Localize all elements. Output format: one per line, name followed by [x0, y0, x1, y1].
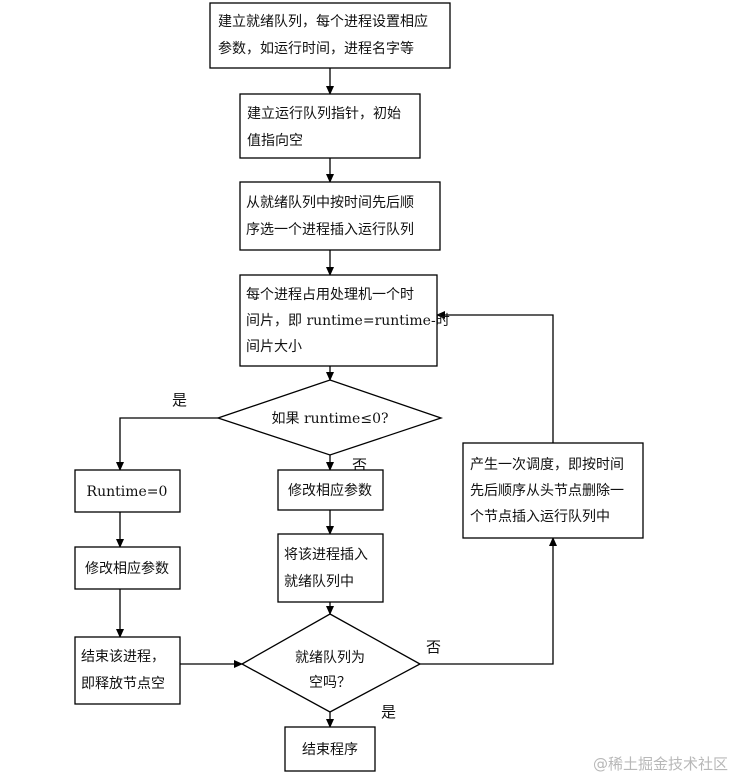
- modify-params-left-box: 修改相应参数: [74, 546, 181, 590]
- insert-ready-line-1: 将该进程插入: [284, 547, 368, 563]
- reschedule-line-1: 产生一次调度，即按时间: [470, 457, 624, 473]
- end-program-box: 结束程序: [284, 726, 376, 772]
- time-slice-box: 每个进程占用处理机一个时 间片，即 runtime=runtime-时 间片大小: [239, 274, 450, 367]
- modify-params-left-text: 修改相应参数: [85, 560, 169, 577]
- edge-emptycheck-no: [420, 537, 557, 665]
- init-ready-queue-box: 建立就绪队列，每个进程设置相应 参数，如运行时间，进程名字等: [209, 2, 451, 69]
- watermark: @稀土掘金技术社区: [593, 755, 728, 773]
- set-zero-text: Runtime=0: [87, 484, 168, 500]
- insert-ready-line-2: 就绪队列中: [284, 574, 354, 590]
- ready-empty-line-1: 就绪队列为: [295, 650, 365, 666]
- ready-empty-line-2: 空吗？: [309, 675, 351, 691]
- modify-params-mid-text: 修改相应参数: [288, 482, 372, 499]
- edge-reschedule-loop: [436, 311, 554, 443]
- connectors: [116, 68, 557, 728]
- select-process-line-2: 序选一个进程插入运行队列: [246, 222, 414, 238]
- select-process-line-1: 从就绪队列中按时间先后顺: [246, 195, 414, 211]
- label-empty-yes: 是: [381, 703, 396, 721]
- reschedule-box: 产生一次调度，即按时间 先后顺序从头节点删除一 个节点插入运行队列中: [462, 442, 644, 539]
- insert-ready-box: 将该进程插入 就绪队列中: [277, 533, 384, 603]
- end-process-box: 结束该进程， 即释放节点空: [74, 636, 181, 705]
- ready-empty-diamond: 就绪队列为 空吗？: [240, 613, 422, 713]
- reschedule-line-3: 个节点插入运行队列中: [470, 509, 610, 525]
- end-program-text: 结束程序: [302, 742, 358, 758]
- init-run-ptr-line-1: 建立运行队列指针，初始: [247, 105, 401, 122]
- edge-check-yes: [116, 417, 218, 471]
- end-process-line-2: 即释放节点空: [81, 676, 165, 692]
- set-zero-box: Runtime=0: [74, 469, 181, 513]
- time-slice-line-1: 每个进程占用处理机一个时: [246, 287, 414, 303]
- end-process-line-1: 结束该进程，: [81, 649, 165, 665]
- runtime-check-diamond: 如果 runtime≤0?: [215, 379, 444, 456]
- init-ready-queue-line-2: 参数，如运行时间，进程名字等: [218, 40, 414, 57]
- time-slice-line-3: 间片大小: [246, 339, 302, 355]
- init-run-ptr-line-2: 值指向空: [247, 133, 303, 149]
- init-ready-queue-line-1: 建立就绪队列，每个进程设置相应: [218, 13, 428, 30]
- init-run-ptr-box: 建立运行队列指针，初始 值指向空: [239, 93, 421, 159]
- reschedule-line-2: 先后顺序从头节点删除一: [470, 483, 624, 499]
- label-empty-no: 否: [426, 638, 441, 656]
- time-slice-line-2: 间片，即 runtime=runtime-时: [246, 313, 450, 329]
- runtime-check-text: 如果 runtime≤0?: [272, 411, 389, 427]
- label-runtime-yes: 是: [172, 391, 187, 409]
- select-process-box: 从就绪队列中按时间先后顺 序选一个进程插入运行队列: [239, 181, 441, 251]
- modify-params-mid-box: 修改相应参数: [277, 469, 384, 511]
